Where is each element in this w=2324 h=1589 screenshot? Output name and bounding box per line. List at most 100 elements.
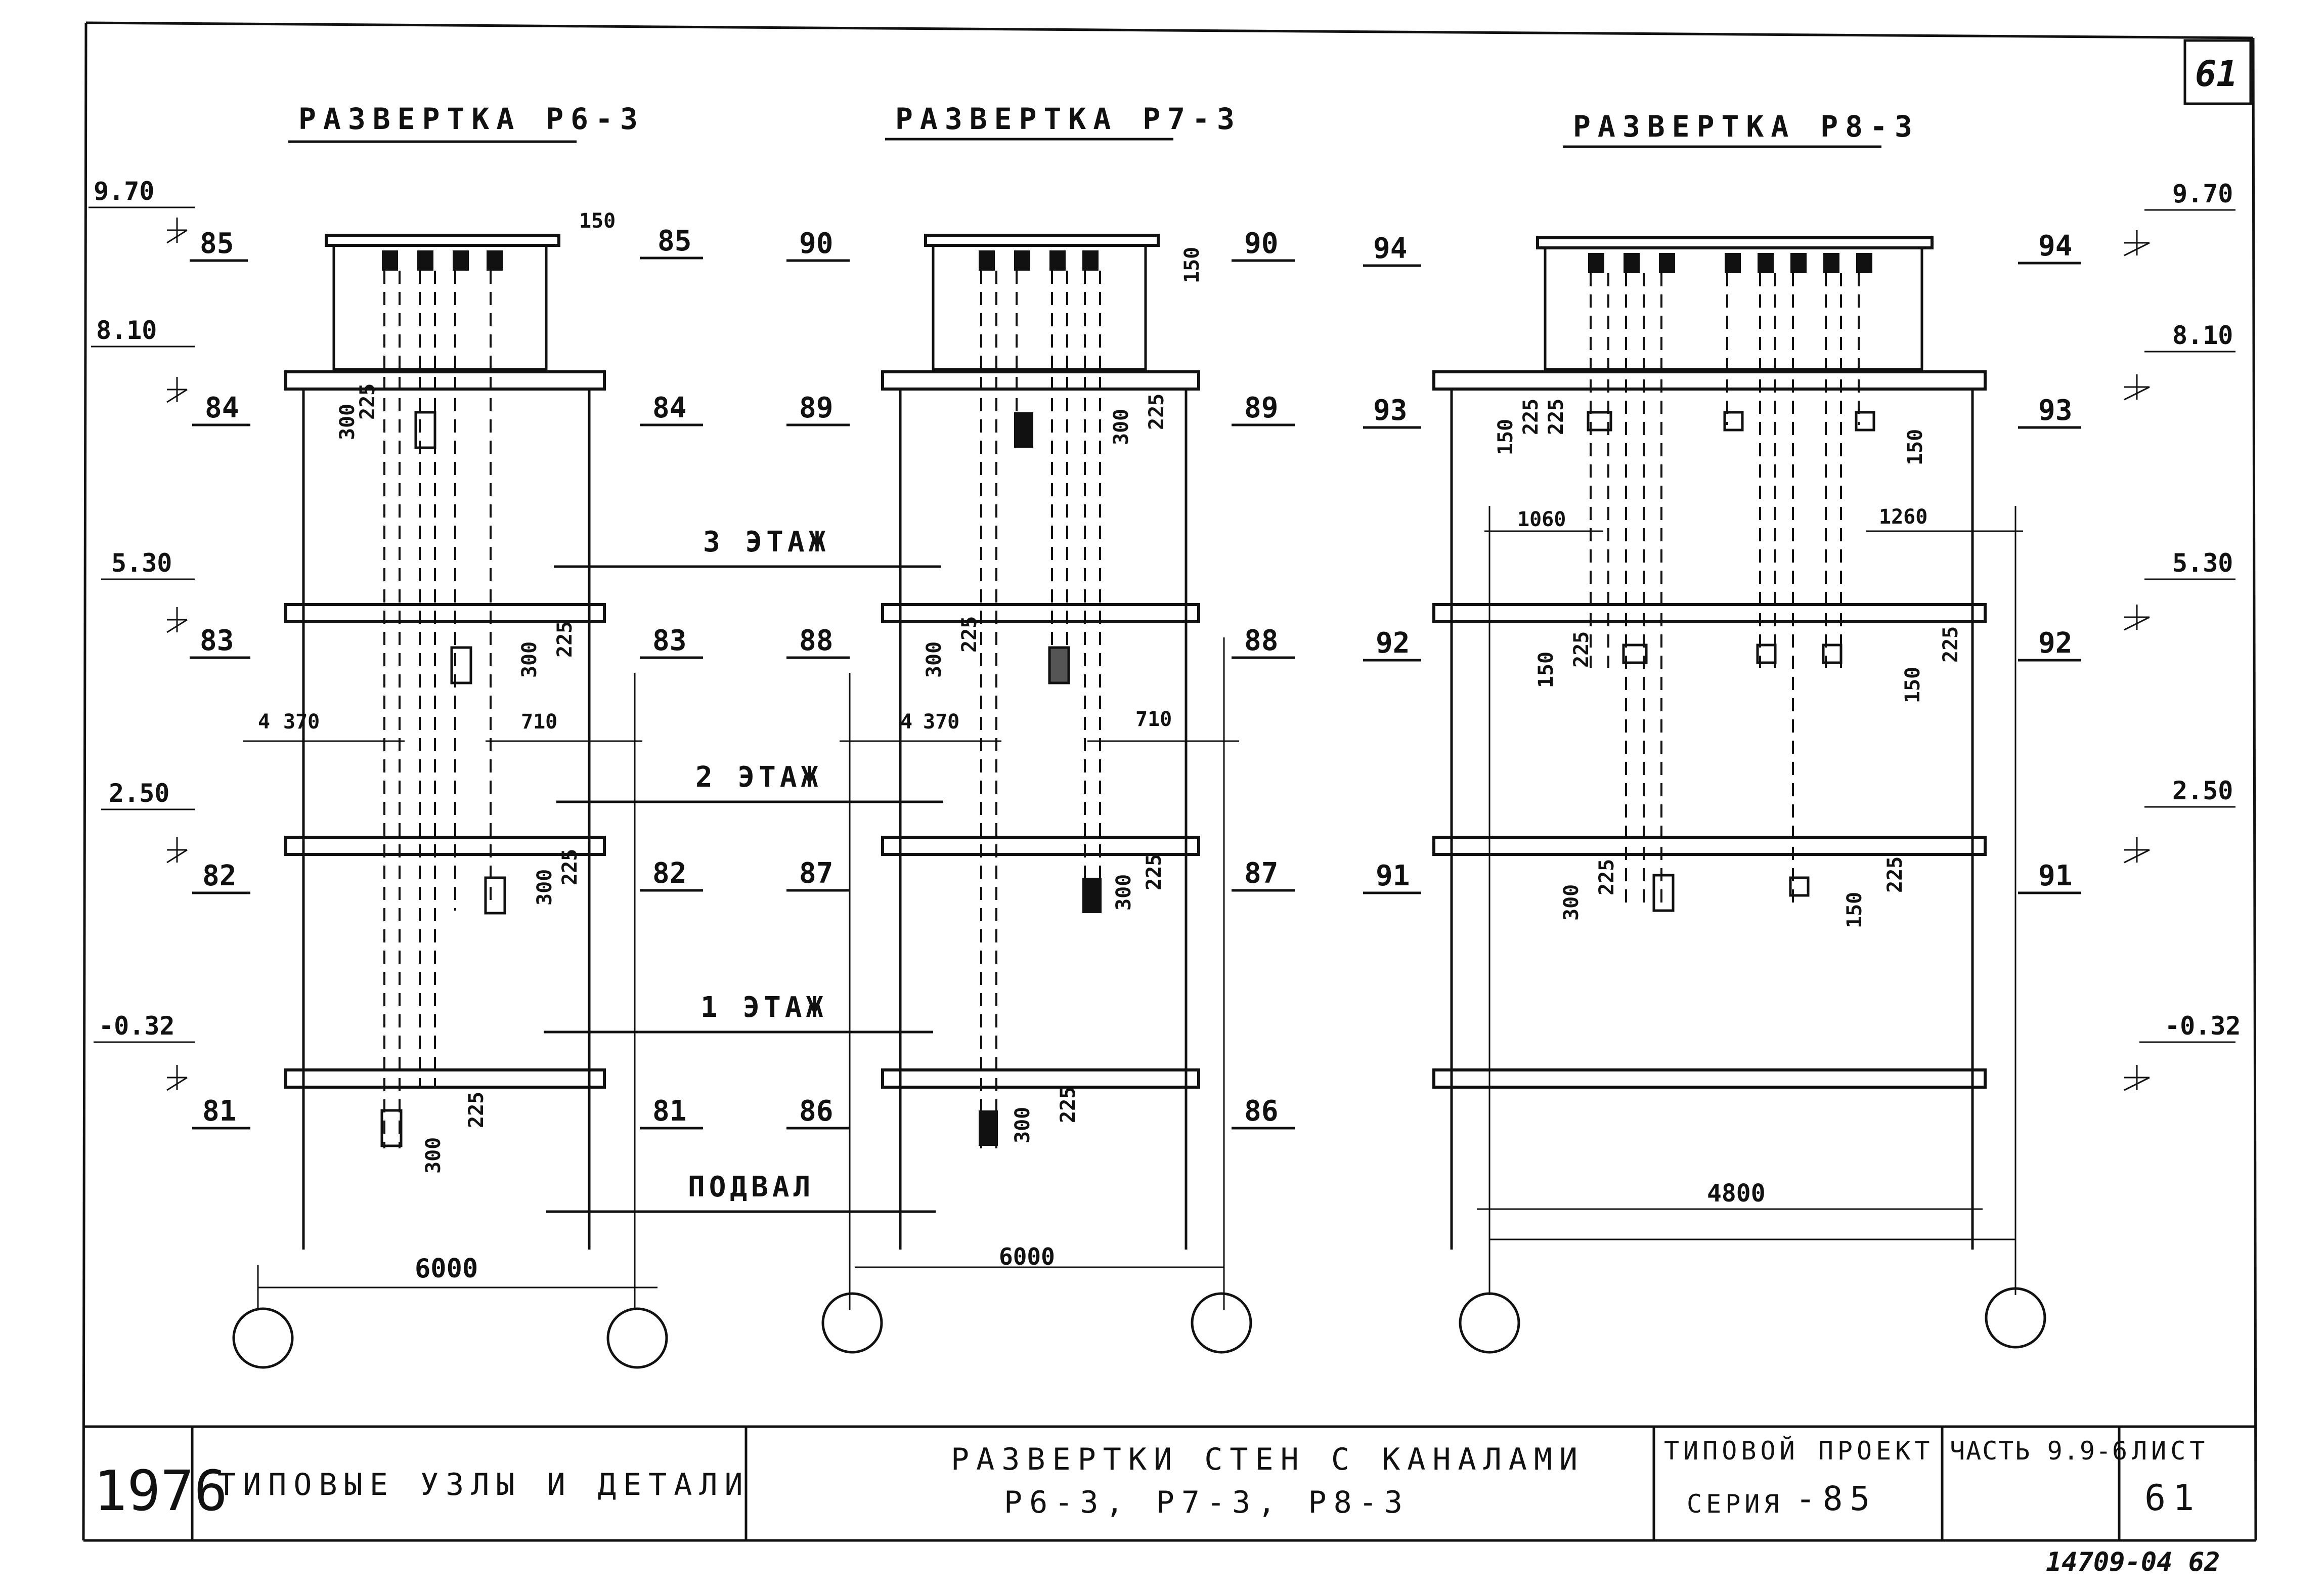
elevation-label: 9.70: [2172, 179, 2233, 208]
elevation-label: 2.50: [109, 779, 169, 808]
span-dimension: 6000: [415, 1254, 478, 1284]
dimension-prefix: 4: [900, 710, 912, 734]
floor-label: ПОДВАЛ: [688, 1171, 814, 1204]
dimension: 300: [1112, 874, 1135, 911]
wall-mark-right: 89: [1244, 392, 1278, 424]
dimension: 225: [1883, 856, 1907, 893]
wall-mark-right: 84: [652, 392, 686, 424]
floor-label: 3 ЭТАЖ: [703, 526, 829, 559]
wall-mark-right: 83: [652, 624, 686, 657]
dimension: 300: [422, 1137, 445, 1174]
dimension: 150: [1534, 652, 1558, 688]
wall-mark-left: 90: [799, 227, 833, 260]
floor-label: 1 ЭТАЖ: [700, 991, 827, 1024]
dimension: 225: [558, 849, 582, 885]
elevation-label: -0.32: [2165, 1011, 2241, 1041]
dimension: 225: [356, 383, 379, 420]
dimension: 225: [1545, 399, 1568, 435]
span-dimension: 6000: [999, 1243, 1055, 1270]
floor-label: 2 ЭТАЖ: [695, 761, 822, 794]
title-block: 1976 ТИПОВЫЕ УЗЛЫ И ДЕТАЛИ РАЗВЕРТКИ СТЕ…: [94, 1427, 2209, 1540]
span-dimension: 4800: [1707, 1179, 1766, 1208]
dimension: 150: [1843, 892, 1866, 928]
dimension: 225: [1595, 859, 1618, 895]
corner-sheet-number-text: 61: [2195, 53, 2238, 95]
elevation-marks-right: 9.70 8.10 5.30 2.50 -0.32: [2124, 179, 2241, 1091]
wall-mark-left: 89: [799, 392, 833, 424]
series-value: -85: [1795, 1479, 1877, 1518]
elevation-label: 8.10: [96, 316, 157, 345]
elevation-label: 5.30: [2172, 548, 2233, 578]
project-label: ТИПОВОЙ ПРОЕКТ: [1664, 1436, 1934, 1466]
wall-mark-left: 92: [1376, 627, 1410, 660]
wall-mark-left: 94: [1373, 232, 1407, 265]
dimension: 225: [553, 621, 577, 658]
dimension-right: 710: [521, 710, 557, 734]
wall-mark-left: 91: [1376, 860, 1410, 892]
elevation-label: 2.50: [2172, 776, 2233, 805]
elevation-marks-left: 9.70 8.10 5.30 2.50 -0.32: [89, 177, 195, 1091]
title-year: 1976: [94, 1458, 228, 1523]
dimension: 1260: [1879, 505, 1927, 529]
dimension: 300: [336, 404, 359, 440]
title-left: ТИПОВЫЕ УЗЛЫ И ДЕТАЛИ: [217, 1467, 750, 1502]
diagram-r7-3: РАЗВЕРТКА Р7-3 90 89 88 87 86 90 89 88 8…: [786, 102, 1295, 1354]
corner-sheet-number: 61: [2183, 39, 2252, 105]
dimension: 150: [1904, 429, 1927, 465]
part-label: ЧАСТЬ 9.9-6: [1950, 1436, 2128, 1466]
dimension-top: 150: [1180, 247, 1204, 283]
wall-mark-right: 94: [2038, 230, 2072, 263]
dimension: 225: [465, 1092, 488, 1128]
series-label: СЕРИЯ: [1687, 1489, 1783, 1519]
elevation-label: -0.32: [99, 1011, 175, 1041]
dimension: 300: [1110, 409, 1133, 445]
wall-mark-right: 93: [2038, 394, 2072, 427]
dimension-top: 150: [579, 209, 616, 233]
dimension: 225: [1519, 399, 1543, 435]
dimension: 300: [923, 641, 946, 678]
dimension: 225: [1939, 626, 1962, 663]
floor-labels: 3 ЭТАЖ 2 ЭТАЖ 1 ЭТАЖ ПОДВАЛ: [544, 526, 943, 1213]
dimension: 225: [1145, 394, 1168, 430]
dimension-left: 370: [923, 710, 959, 734]
elevation-label: 8.10: [2172, 321, 2233, 350]
wall-mark-right: 81: [652, 1095, 686, 1128]
dimension: 300: [1011, 1107, 1034, 1143]
wall-mark-left: 83: [200, 624, 234, 657]
wall-mark-left: 86: [799, 1095, 833, 1128]
wall-mark-right: 88: [1244, 624, 1278, 657]
diagram-r8-3: РАЗВЕРТКА Р8-3 94 93 92 91 94 93 92 91 9…: [1363, 109, 2241, 1354]
dimension: 150: [1901, 667, 1924, 703]
wall-mark-left: 87: [799, 857, 833, 890]
sheet-label: ЛИСТ: [2132, 1436, 2209, 1466]
diagram-r6-3: РАЗВЕРТКА Р6-3 9.70 8.10 5.30 2.50 -0.32…: [89, 102, 703, 1369]
dimension: 225: [1143, 854, 1166, 890]
wall-mark-right: 85: [657, 225, 691, 257]
wall-mark-left: 88: [799, 624, 833, 657]
wall-mark-left: 85: [200, 227, 234, 260]
dimension: 225: [1570, 631, 1593, 668]
wall-mark-right: 91: [2038, 860, 2072, 892]
elevation-label: 5.30: [111, 548, 172, 578]
wall-mark-right: 82: [652, 857, 686, 890]
dimension-prefix: 4: [258, 710, 270, 734]
dimension: 225: [958, 616, 981, 653]
dimension: 150: [1494, 419, 1517, 455]
dimension: 300: [533, 869, 556, 906]
diagram-title-r6-3: РАЗВЕРТКА Р6-3: [298, 102, 645, 136]
dimension-right: 710: [1135, 708, 1172, 731]
wall-mark-right: 90: [1244, 227, 1278, 260]
elevation-label: 9.70: [94, 177, 154, 206]
dimension: 225: [1057, 1087, 1080, 1123]
bottom-code: 14709-04 62: [2046, 1547, 2220, 1577]
wall-mark-left: 93: [1373, 394, 1407, 427]
wall-mark-right: 86: [1244, 1095, 1278, 1128]
dimension: 300: [1560, 884, 1583, 921]
diagram-title-r8-3: РАЗВЕРТКА Р8-3: [1573, 109, 1919, 144]
sheet-frame: [82, 21, 2257, 1542]
wall-mark-left: 81: [202, 1095, 236, 1128]
dimension-left: 370: [283, 710, 320, 734]
wall-mark-right: 92: [2038, 627, 2072, 660]
dimension: 300: [518, 641, 541, 678]
